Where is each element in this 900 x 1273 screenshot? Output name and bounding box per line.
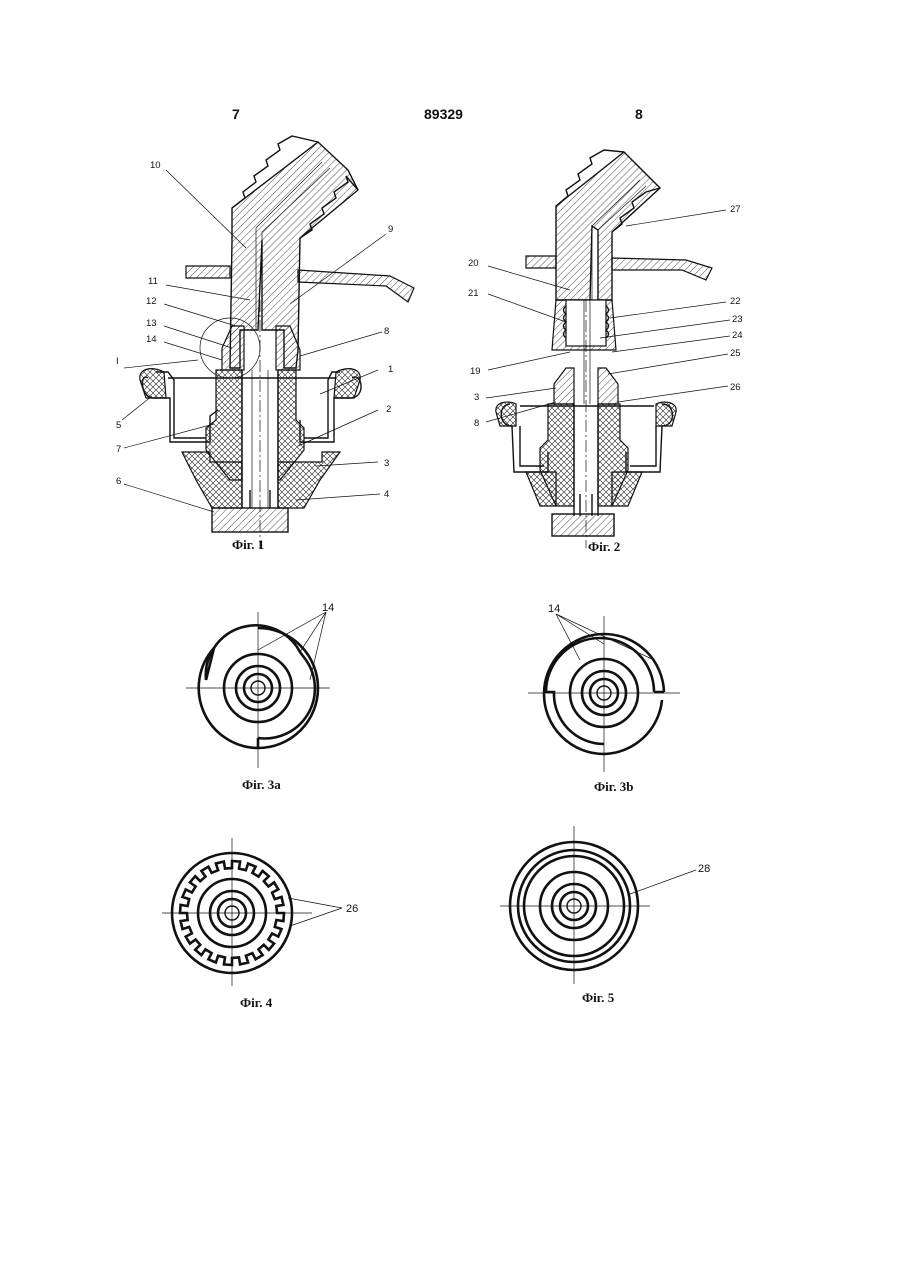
fig2-label-3: 3 xyxy=(474,392,479,403)
fig1-seal-left xyxy=(140,369,166,398)
fig2-spout-body xyxy=(556,152,660,300)
fig1-base xyxy=(212,508,288,532)
fig2-label-23: 23 xyxy=(732,314,743,325)
fig1-label-8: 8 xyxy=(384,326,389,337)
fig2-label-22: 22 xyxy=(730,296,741,307)
fig3b-caption: Фіг. 3b xyxy=(594,779,633,794)
figure-1: 10 9 11 12 13 8 14 I 1 5 2 7 3 6 4 Фіг. … xyxy=(116,136,414,552)
fig2-label-20: 20 xyxy=(468,258,479,269)
fig1-label-13: 13 xyxy=(146,318,157,329)
fig1-label-1: 1 xyxy=(388,364,393,375)
fig1-label-6: 6 xyxy=(116,476,121,487)
fig3a-caption: Фіг. 3а xyxy=(242,777,281,792)
fig1-label-12: 12 xyxy=(146,296,157,307)
fig2-base xyxy=(552,514,614,536)
fig2-label-27: 27 xyxy=(730,204,741,215)
fig1-label-7: 7 xyxy=(116,444,121,455)
fig2-label-24: 24 xyxy=(732,330,743,341)
fig5-caption: Фіг. 5 xyxy=(582,990,615,1005)
fig2-label-26: 26 xyxy=(730,382,741,393)
figure-3a: 14 Фіг. 3а xyxy=(186,602,334,792)
fig1-label-11: 11 xyxy=(148,276,158,287)
fig1-label-I: I xyxy=(116,356,119,367)
fig3a-label-14: 14 xyxy=(322,602,334,614)
fig4-label-26: 26 xyxy=(346,903,358,915)
fig2-label-8: 8 xyxy=(474,418,479,429)
fig4-caption: Фіг. 4 xyxy=(240,995,273,1010)
figure-2: 27 20 21 22 23 24 19 25 3 26 8 Фіг. 2 xyxy=(468,150,743,554)
fig1-lever-right xyxy=(298,270,414,302)
fig1-label-10: 10 xyxy=(150,160,161,171)
figure-3b: 14 Фіг. 3b xyxy=(528,603,680,794)
fig1-seal-right xyxy=(334,369,360,398)
fig1-label-4: 4 xyxy=(384,489,389,500)
fig1-label-3: 3 xyxy=(384,458,389,469)
fig1-lever xyxy=(186,266,230,278)
fig2-caption: Фіг. 2 xyxy=(588,539,620,554)
fig1-label-14: 14 xyxy=(146,334,157,345)
fig1-label-9: 9 xyxy=(388,224,393,235)
fig3b-label-14: 14 xyxy=(548,603,560,615)
fig2-label-19: 19 xyxy=(470,366,481,377)
fig1-caption: Фіг. 1 xyxy=(232,537,264,552)
figure-4: 26 Фіг. 4 xyxy=(162,838,358,1010)
figure-5: 28 Фіг. 5 xyxy=(500,826,710,1005)
fig1-label-2: 2 xyxy=(386,404,391,415)
fig2-label-21: 21 xyxy=(468,288,479,299)
fig5-label-28: 28 xyxy=(698,863,710,875)
fig2-label-25: 25 xyxy=(730,348,741,359)
fig1-label-5: 5 xyxy=(116,420,121,431)
